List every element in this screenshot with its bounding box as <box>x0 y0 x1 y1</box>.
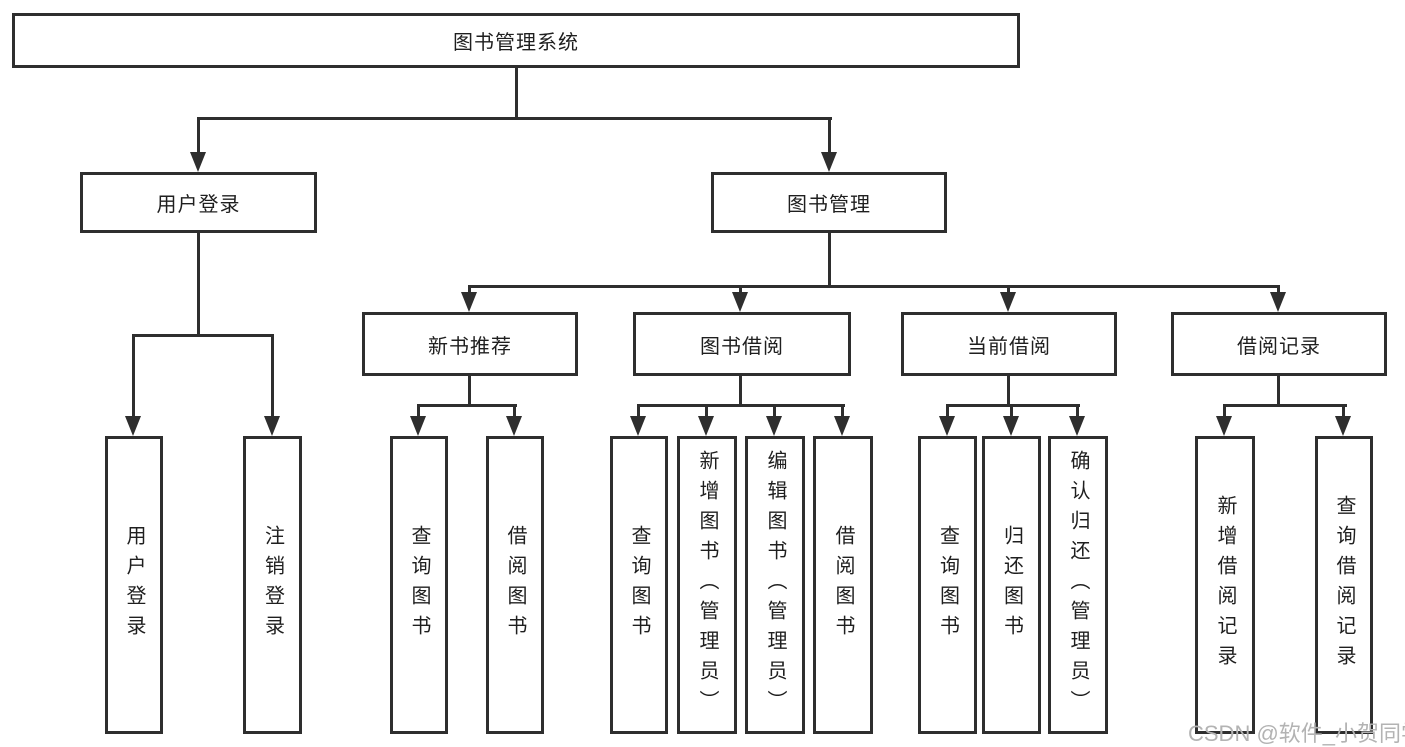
leaf-borrow-book-box: 借阅图书 <box>813 436 873 734</box>
leaf-query-book-current-box: 查询图书 <box>918 436 977 734</box>
leaf-query-borrow-record-label: 查询借阅记录 <box>1333 495 1355 675</box>
connector-drop-book-management <box>828 117 831 155</box>
leaf-confirm-return-admin-box: 确认归还（管理员） <box>1048 436 1108 734</box>
node-book-management-box: 图书管理 <box>711 172 947 233</box>
leaf-add-book-admin-box: 新增图书（管理员） <box>677 436 737 734</box>
connector-book-borrow-rail <box>637 404 845 407</box>
arrow-down-icon <box>698 416 714 436</box>
arrow-down-icon <box>834 416 850 436</box>
connector-drop-book-borrow <box>739 285 742 298</box>
connector-book-borrow-trunk <box>739 376 742 407</box>
leaf-query-book-current-label: 查询图书 <box>936 525 959 645</box>
connector-drop-current-borrow <box>1007 285 1010 298</box>
arrow-down-icon <box>766 416 782 436</box>
connector-book-management-trunk <box>828 233 831 288</box>
arrow-down-icon <box>630 416 646 436</box>
arrow-down-icon <box>1069 416 1085 436</box>
arrow-down-icon <box>732 292 748 312</box>
leaf-query-borrow-record-box: 查询借阅记录 <box>1315 436 1373 734</box>
connector-drop <box>1223 404 1226 418</box>
connector-current-borrow-rail <box>946 404 1080 407</box>
leaf-query-book-recommend-label: 查询图书 <box>408 525 430 645</box>
node-system-label: 图书管理系统 <box>453 32 579 54</box>
node-borrow-records-box: 借阅记录 <box>1171 312 1387 376</box>
leaf-logout-label: 注销登录 <box>261 525 284 645</box>
connector-drop <box>773 404 776 418</box>
leaf-borrow-book-label: 借阅图书 <box>832 525 854 645</box>
node-system-box: 图书管理系统 <box>12 13 1020 68</box>
arrow-down-icon <box>461 292 477 312</box>
csdn-watermark: CSDN @软件_小贺同学 <box>1188 721 1405 746</box>
arrow-down-icon <box>821 152 837 172</box>
node-user-login-box: 用户登录 <box>80 172 317 233</box>
leaf-borrow-book-recommend-label: 借阅图书 <box>504 525 526 645</box>
arrow-down-icon <box>410 416 426 436</box>
leaf-query-book-borrow-label: 查询图书 <box>628 525 650 645</box>
leaf-edit-book-admin-label: 编辑图书（管理员） <box>764 450 786 720</box>
leaf-logout-box: 注销登录 <box>243 436 302 734</box>
node-user-login-label: 用户登录 <box>156 194 241 216</box>
connector-drop-leaf-logout <box>271 334 274 418</box>
arrow-down-icon <box>1000 292 1016 312</box>
connector-root-trunk <box>515 68 518 119</box>
connector-borrow-records-rail <box>1223 404 1347 407</box>
connector-drop-new-book-recommend <box>468 285 471 298</box>
node-new-book-recommend-box: 新书推荐 <box>362 312 578 376</box>
leaf-query-book-borrow-box: 查询图书 <box>610 436 668 734</box>
arrow-down-icon <box>264 416 280 436</box>
connector-user-login-trunk <box>197 233 200 337</box>
connector-drop <box>841 404 844 418</box>
connector-drop <box>1010 404 1013 418</box>
connector-drop <box>946 404 949 418</box>
arrow-down-icon <box>1270 292 1286 312</box>
leaf-add-book-admin-label: 新增图书（管理员） <box>696 450 718 720</box>
connector-drop <box>705 404 708 418</box>
leaf-query-book-recommend-box: 查询图书 <box>390 436 448 734</box>
arrow-down-icon <box>1003 416 1019 436</box>
leaf-add-borrow-record-box: 新增借阅记录 <box>1195 436 1255 734</box>
node-current-borrow-label: 当前借阅 <box>967 335 1051 358</box>
connector-drop-leaf-user-login <box>132 334 135 418</box>
leaf-return-book-label: 归还图书 <box>1000 525 1023 645</box>
leaf-return-book-box: 归还图书 <box>982 436 1041 734</box>
node-current-borrow-box: 当前借阅 <box>901 312 1117 376</box>
leaf-user-login-box: 用户登录 <box>105 436 163 734</box>
node-new-book-recommend-label: 新书推荐 <box>428 335 512 358</box>
node-book-borrow-label: 图书借阅 <box>700 335 784 358</box>
connector-drop <box>1076 404 1079 418</box>
leaf-user-login-label: 用户登录 <box>123 525 145 645</box>
connector-drop-user-login <box>197 117 200 155</box>
arrow-down-icon <box>190 152 206 172</box>
node-borrow-records-label: 借阅记录 <box>1237 335 1321 358</box>
connector-new-book-recommend-rail <box>417 404 517 407</box>
arrow-down-icon <box>1335 416 1351 436</box>
leaf-edit-book-admin-box: 编辑图书（管理员） <box>745 436 805 734</box>
connector-drop <box>513 404 516 418</box>
connector-level2-rail <box>197 117 832 120</box>
connector-level3-rail <box>468 285 1280 288</box>
connector-drop-borrow-records <box>1277 285 1280 298</box>
arrow-down-icon <box>506 416 522 436</box>
leaf-borrow-book-recommend-box: 借阅图书 <box>486 436 544 734</box>
leaf-add-borrow-record-label: 新增借阅记录 <box>1214 495 1236 675</box>
connector-drop <box>1342 404 1345 418</box>
connector-new-book-recommend-trunk <box>468 376 471 407</box>
connector-current-borrow-trunk <box>1007 376 1010 407</box>
node-book-management-label: 图书管理 <box>787 194 871 216</box>
arrow-down-icon <box>939 416 955 436</box>
arrow-down-icon <box>1216 416 1232 436</box>
leaf-confirm-return-admin-label: 确认归还（管理员） <box>1067 450 1089 720</box>
connector-borrow-records-trunk <box>1277 376 1280 407</box>
connector-drop <box>417 404 420 418</box>
node-book-borrow-box: 图书借阅 <box>633 312 851 376</box>
arrow-down-icon <box>125 416 141 436</box>
connector-user-login-rail <box>132 334 274 337</box>
connector-drop <box>637 404 640 418</box>
